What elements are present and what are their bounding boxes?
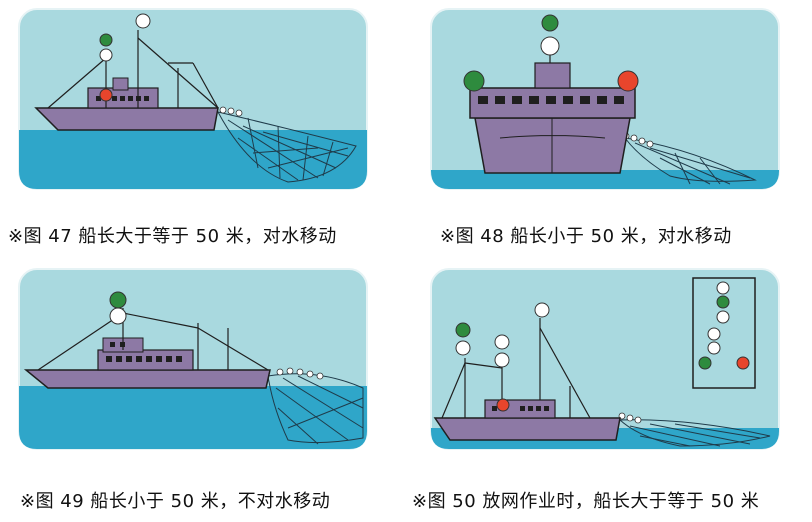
white-light — [716, 310, 730, 324]
figure-48-illustration — [430, 8, 780, 190]
figure-47-caption: ※图 47 船长大于等于 50 米，对水移动 — [8, 226, 337, 247]
green-light — [455, 322, 471, 338]
net-floats — [618, 412, 642, 424]
green-light — [99, 33, 113, 47]
ship-hull — [433, 417, 621, 441]
white-light — [109, 307, 127, 325]
white-light — [534, 302, 550, 318]
ship-deckhouse — [97, 349, 194, 371]
green-light — [716, 295, 730, 309]
green-light — [109, 291, 127, 309]
white-light — [540, 36, 560, 56]
trawl-net — [217, 111, 357, 183]
figure-50-illustration — [430, 268, 780, 450]
red-light — [617, 70, 639, 92]
figure-48-caption: ※图 48 船长小于 50 米，对水移动 — [440, 226, 732, 247]
figure-50-caption: ※图 50 放网作业时，船长大于等于 50 米 — [412, 491, 760, 512]
white-light — [135, 13, 151, 29]
green-light — [541, 14, 559, 32]
figure-47-illustration — [18, 8, 368, 190]
figure-49-caption: ※图 49 船长小于 50 米，不对水移动 — [20, 491, 331, 512]
green-light — [463, 70, 485, 92]
white-light — [707, 327, 721, 341]
white-light — [716, 281, 730, 295]
ship-hull — [34, 107, 219, 131]
inset-light-signal-panel — [692, 277, 756, 389]
white-light — [494, 352, 510, 368]
white-light — [707, 341, 721, 355]
ship-hull — [23, 369, 271, 389]
figure-49-illustration — [18, 268, 368, 450]
net-floats — [219, 106, 243, 117]
red-light — [736, 356, 750, 370]
white-light — [455, 340, 471, 356]
red-light — [496, 398, 510, 412]
white-light — [494, 334, 510, 350]
net-floats — [276, 367, 324, 380]
green-light — [698, 356, 712, 370]
red-light — [99, 88, 113, 102]
trawl-net — [618, 419, 771, 447]
trawl-net — [623, 137, 757, 185]
white-light — [99, 48, 113, 62]
trawl-net — [267, 373, 364, 445]
